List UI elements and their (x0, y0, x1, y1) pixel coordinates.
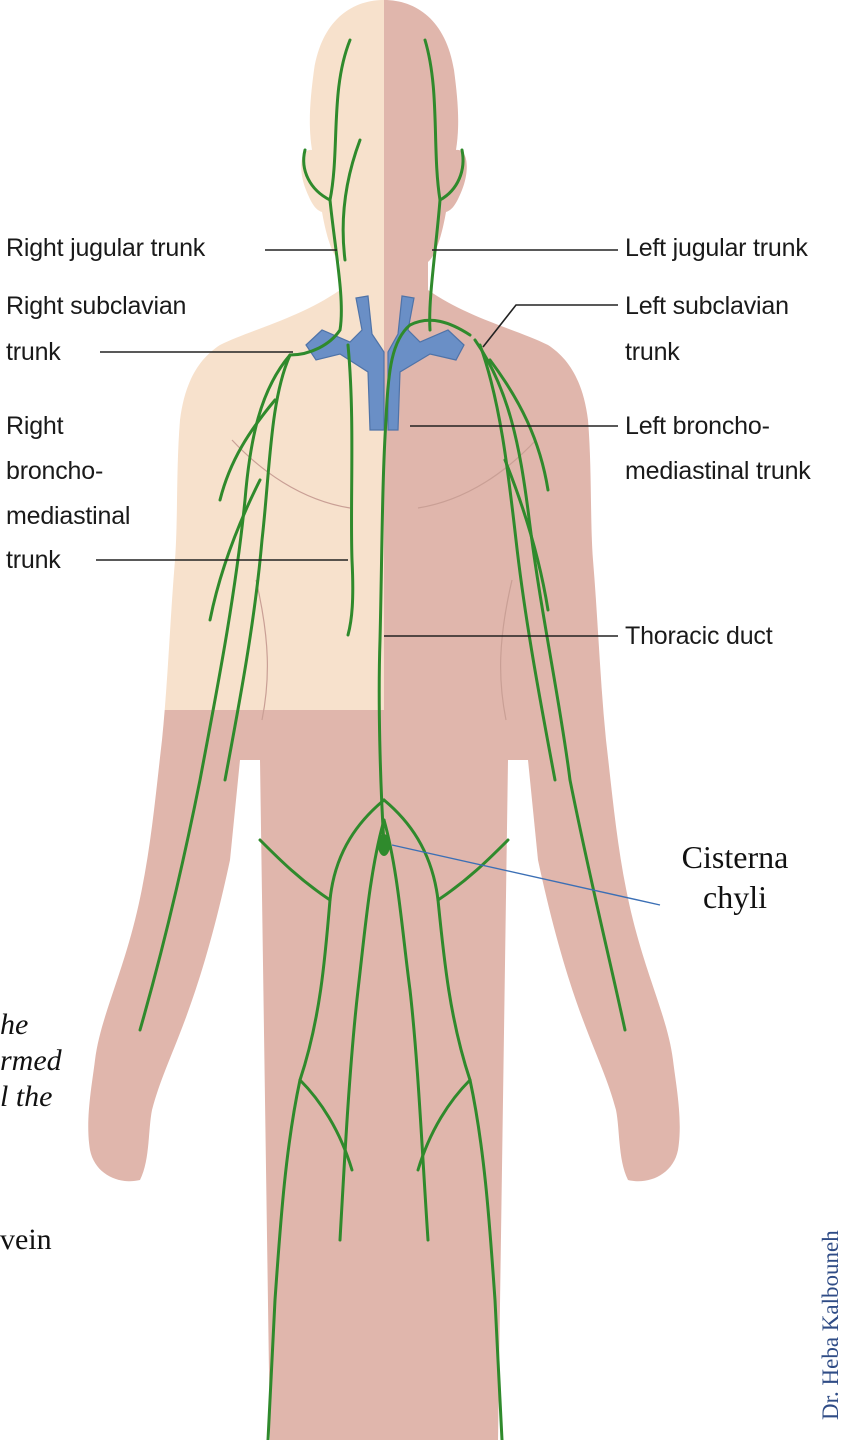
label-right-bronchomediastinal-line4: trunk (6, 544, 61, 576)
label-left-subclavian-trunk-line2: trunk (625, 336, 680, 368)
label-right-subclavian-trunk-line1: Right subclavian (6, 290, 186, 322)
text-fragment-3: l the (0, 1080, 53, 1114)
label-left-subclavian-trunk-line1: Left subclavian (625, 290, 789, 322)
label-right-subclavian-trunk-line2: trunk (6, 336, 61, 368)
label-cisterna-chyli-line2: chyli (670, 878, 800, 916)
label-right-bronchomediastinal-line1: Right (6, 410, 63, 442)
cisterna-chyli-shape (378, 834, 390, 856)
text-fragment-1: he (0, 1008, 28, 1042)
text-fragment-2: rmed (0, 1044, 62, 1078)
label-thoracic-duct: Thoracic duct (625, 620, 772, 652)
label-left-bronchomediastinal-line2: mediastinal trunk (625, 455, 811, 487)
label-right-bronchomediastinal-line3: mediastinal (6, 500, 130, 532)
label-left-bronchomediastinal-line1: Left broncho- (625, 410, 770, 442)
author-credit: Dr. Heba Kalbouneh (818, 1230, 844, 1420)
text-fragment-4: vein (0, 1223, 52, 1257)
label-cisterna-chyli-line1: Cisterna (670, 838, 800, 876)
label-left-jugular-trunk: Left jugular trunk (625, 232, 808, 264)
label-right-bronchomediastinal-line2: broncho- (6, 455, 103, 487)
label-right-jugular-trunk: Right jugular trunk (6, 232, 205, 264)
